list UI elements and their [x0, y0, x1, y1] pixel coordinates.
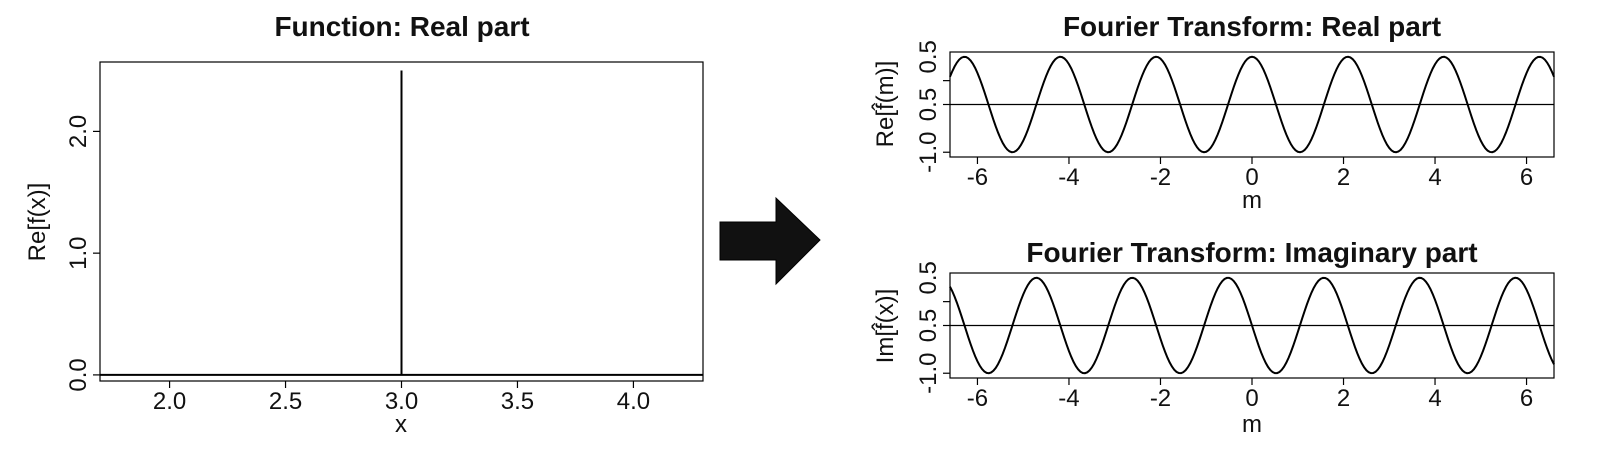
p3-y-tick-label-wrap: -1.0 — [915, 353, 942, 394]
p1-y-label: Re[f(x)] — [24, 183, 51, 262]
right-arrow-icon — [719, 196, 821, 286]
p2-x-tick-label: 4 — [1428, 164, 1441, 191]
p2-y-tick-label-wrap: 0.5 — [915, 88, 942, 121]
p1-y-tick-label: 0.0 — [65, 358, 92, 391]
p3-series-line — [949, 276, 1555, 375]
p3-y-tick-label: 0.5 — [915, 309, 942, 342]
p3-y-tick-label: 0.5 — [915, 261, 942, 294]
p2-x-tick-label: -2 — [1150, 164, 1171, 191]
p1-y-label-text: Re[f(x)] — [24, 183, 51, 262]
p3-x-axis: -6 -4 -2 0 2 4 6 — [967, 378, 1533, 412]
p2-x-axis: -6 -4 -2 0 2 4 6 — [967, 157, 1533, 191]
p3-title: Fourier Transform: Imaginary part — [1026, 237, 1477, 268]
p1-y-tick-label-wrap: 0.0 — [65, 358, 92, 391]
p1-title: Function: Real part — [274, 11, 529, 42]
p1-x-tick-label: 4.0 — [617, 388, 650, 415]
panel-function-real: Function: Real part 2.0 2.5 3.0 3.5 4.0 0.0 1… — [24, 11, 704, 438]
p2-x-tick-label: 0 — [1245, 164, 1258, 191]
p1-y-tick-label: 2.0 — [65, 115, 92, 148]
p3-x-tick-label: 2 — [1337, 385, 1350, 412]
p1-x-tick-label: 2.0 — [153, 388, 186, 415]
p3-y-axis: -1.0 0.5 0.5 — [915, 261, 950, 394]
p3-y-label-text: Im[f̂(x)] — [871, 289, 899, 364]
p2-x-tick-label: 2 — [1337, 164, 1350, 191]
p3-y-label: Im[f̂(x)] — [871, 289, 899, 364]
p3-x-tick-label: 6 — [1520, 385, 1533, 412]
p3-x-label: m — [1242, 411, 1262, 438]
p2-y-label-text: Re[f̂(m)] — [871, 61, 899, 148]
p3-x-tick-label: 0 — [1245, 385, 1258, 412]
p1-marks — [100, 70, 703, 376]
p2-title: Fourier Transform: Real part — [1063, 11, 1441, 42]
p2-marks — [949, 55, 1555, 154]
p2-y-tick-label: -1.0 — [915, 132, 942, 173]
p1-x-tick-label: 3.5 — [501, 388, 534, 415]
p2-y-axis: -1.0 0.5 0.5 — [915, 40, 950, 173]
p2-y-tick-label: 0.5 — [915, 88, 942, 121]
p3-marks — [949, 276, 1555, 375]
p2-x-tick-label: 6 — [1520, 164, 1533, 191]
p2-x-label: m — [1242, 187, 1262, 214]
p2-series-line — [949, 55, 1555, 154]
p1-series-line — [100, 70, 703, 376]
p2-x-tick-label: -6 — [967, 164, 988, 191]
p1-x-axis: 2.0 2.5 3.0 3.5 4.0 — [153, 381, 650, 415]
p3-x-tick-label: 4 — [1428, 385, 1441, 412]
p1-x-tick-label: 3.0 — [385, 388, 418, 415]
p3-x-tick-label: -4 — [1058, 385, 1079, 412]
p1-y-tick-label-wrap: 1.0 — [65, 236, 92, 269]
p2-y-tick-label-wrap: 0.5 — [915, 40, 942, 73]
p3-y-tick-label-wrap: 0.5 — [915, 261, 942, 294]
p1-y-tick-label-wrap: 2.0 — [65, 115, 92, 148]
p3-y-tick-label-wrap: 0.5 — [915, 309, 942, 342]
p1-x-label: x — [395, 411, 407, 438]
p3-x-tick-label: -2 — [1150, 385, 1171, 412]
p2-y-label: Re[f̂(m)] — [871, 61, 899, 148]
p2-y-tick-label: 0.5 — [915, 40, 942, 73]
p1-x-tick-label: 2.5 — [269, 388, 302, 415]
p3-x-tick-label: -6 — [967, 385, 988, 412]
panel-fourier-imag: Fourier Transform: Imaginary part -6 -4 -2… — [871, 237, 1555, 438]
p1-y-tick-label: 1.0 — [65, 236, 92, 269]
p3-y-tick-label: -1.0 — [915, 353, 942, 394]
p2-y-tick-label-wrap: -1.0 — [915, 132, 942, 173]
p2-x-tick-label: -4 — [1058, 164, 1079, 191]
p1-y-axis: 0.0 1.0 2.0 — [65, 115, 100, 392]
